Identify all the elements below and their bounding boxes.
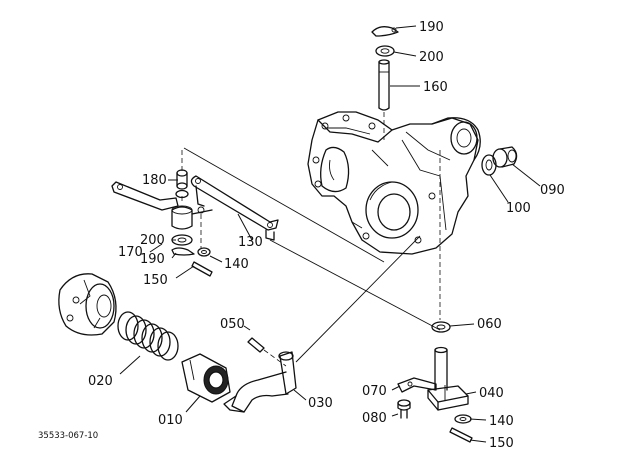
part-140-bottom-washer	[454, 414, 472, 424]
callout-150-bottom: 150	[489, 436, 514, 451]
transmission-housing	[307, 111, 481, 255]
part-070-bracket	[397, 377, 437, 393]
part-140-washer	[197, 247, 211, 257]
callout-020: 020	[88, 374, 113, 389]
part-010-sleeve	[181, 353, 231, 403]
part-050-pin	[247, 337, 265, 353]
part-150-bottom-pin	[449, 427, 473, 443]
assembly-guide-line-2	[269, 239, 441, 331]
part-190-clip	[171, 247, 195, 256]
callout-050: 050	[220, 317, 245, 332]
callout-040: 040	[479, 386, 504, 401]
callout-060: 060	[477, 317, 502, 332]
part-200-top-washer	[375, 45, 395, 57]
clutch-hub-housing	[58, 273, 117, 336]
callout-180: 180	[142, 173, 167, 188]
part-020-spring	[117, 311, 179, 361]
pin-050-axis	[263, 349, 287, 367]
fork-guide-line	[295, 235, 421, 363]
callout-200-lever: 200	[140, 233, 165, 248]
part-030-shift-fork	[223, 351, 297, 413]
callout-150-lever: 150	[143, 273, 168, 288]
callout-200-top: 200	[419, 50, 444, 65]
part-090-plug	[492, 146, 518, 168]
callout-140-lever: 140	[224, 257, 249, 272]
part-040-shift-shaft	[427, 346, 469, 411]
part-060-bushing	[431, 321, 451, 333]
part-100-oil-seal	[481, 154, 497, 176]
part-170-lever	[111, 181, 213, 230]
callout-030: 030	[308, 396, 333, 411]
callout-100: 100	[506, 201, 531, 216]
part-190-top-clip	[371, 26, 399, 37]
callout-010: 010	[158, 413, 183, 428]
part-160-shaft	[378, 59, 390, 111]
callout-130: 130	[238, 235, 263, 250]
part-150-pin	[191, 261, 213, 277]
part-080-bolt	[397, 399, 411, 419]
callout-190-top: 190	[419, 20, 444, 35]
part-180-bushing	[175, 169, 189, 199]
callout-160: 160	[423, 80, 448, 95]
figure-code: 35533-067-10	[38, 431, 98, 441]
callout-080: 080	[362, 411, 387, 426]
callout-090: 090	[540, 183, 565, 198]
callout-070: 070	[362, 384, 387, 399]
part-130-link-rod	[190, 175, 279, 241]
leader-lines	[119, 25, 541, 443]
callout-170: 170	[118, 245, 143, 260]
callout-190-lever: 190	[140, 252, 165, 267]
callout-140-bottom: 140	[489, 414, 514, 429]
assembly-guide-line-1	[183, 147, 385, 263]
